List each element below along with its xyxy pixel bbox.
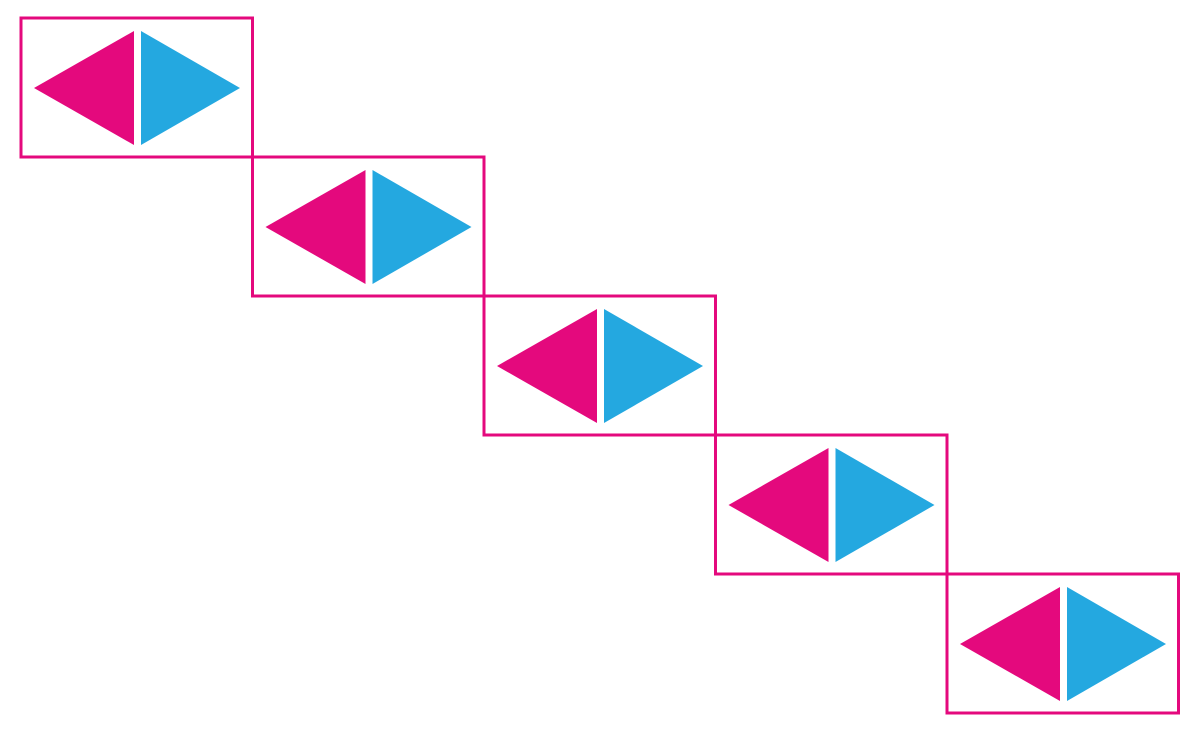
right-triangle-icon bbox=[1067, 587, 1166, 701]
panel-4 bbox=[714, 433, 949, 576]
panel-3 bbox=[482, 294, 717, 437]
right-triangle-icon bbox=[604, 309, 703, 423]
left-triangle-icon bbox=[34, 31, 134, 145]
left-triangle-icon bbox=[960, 587, 1060, 701]
panel-5 bbox=[945, 572, 1180, 715]
panel-border bbox=[251, 155, 486, 298]
right-triangle-icon bbox=[372, 170, 472, 284]
right-triangle-icon bbox=[141, 31, 240, 145]
panel-border bbox=[482, 294, 717, 437]
panel-border bbox=[714, 433, 949, 576]
right-triangle-icon bbox=[835, 448, 935, 562]
left-triangle-icon bbox=[497, 309, 597, 423]
left-triangle-icon bbox=[265, 170, 366, 284]
panel-2 bbox=[251, 155, 486, 298]
panel-border bbox=[19, 16, 254, 159]
panel-1 bbox=[19, 16, 254, 159]
left-triangle-icon bbox=[728, 448, 829, 562]
panel-border bbox=[945, 572, 1180, 715]
